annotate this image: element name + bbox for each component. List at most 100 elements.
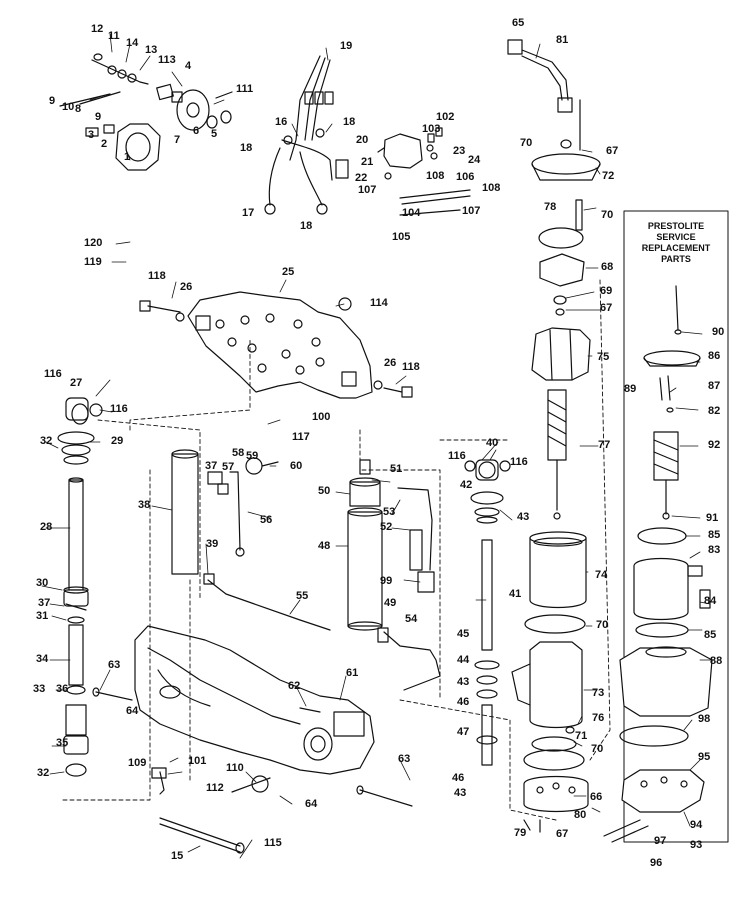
left-tilt-assembly	[57, 397, 103, 777]
callout-c17: 17	[242, 207, 255, 219]
callout-c107a: 107	[358, 184, 377, 196]
callout-c114: 114	[370, 297, 388, 309]
callout-c60: 60	[290, 460, 303, 472]
callout-c105: 105	[392, 231, 411, 243]
callout-c52: 52	[380, 521, 393, 533]
callout-c101: 101	[188, 755, 207, 767]
callout-c57: 57	[222, 461, 235, 473]
callout-c18a: 18	[343, 116, 356, 128]
callout-c58: 58	[232, 447, 245, 459]
callout-c64b: 64	[305, 798, 318, 810]
callout-c15: 15	[171, 850, 184, 862]
callout-c75: 75	[597, 351, 610, 363]
callout-c69: 69	[600, 285, 613, 297]
callout-c3: 3	[88, 129, 95, 141]
callout-c13: 13	[145, 44, 158, 56]
dashed-leaders	[59, 279, 611, 821]
callout-c35: 35	[56, 737, 69, 749]
trim-shaft-assembly	[464, 459, 511, 766]
callout-c28: 28	[40, 521, 53, 533]
callout-c16: 16	[275, 116, 288, 128]
callout-c45: 45	[457, 628, 470, 640]
stern-bracket	[92, 625, 413, 854]
callout-c67a: 67	[606, 145, 619, 157]
callout-c67c: 67	[556, 828, 569, 840]
callout-c113: 113	[158, 54, 176, 66]
callout-c46b: 46	[452, 772, 465, 784]
callout-c71: 71	[575, 730, 588, 742]
wiring-harness-assembly	[264, 55, 471, 216]
callout-c70b: 70	[601, 209, 614, 221]
callout-c12: 12	[91, 23, 104, 35]
callout-c33: 33	[33, 683, 46, 695]
inset-box-title: PRESTOLITE SERVICE REPLACEMENT PARTS	[630, 221, 722, 265]
callout-c109: 109	[128, 757, 147, 769]
callout-c94: 94	[690, 819, 703, 831]
callout-c39: 39	[206, 538, 219, 550]
callout-c18b: 18	[240, 142, 253, 154]
callout-c89: 89	[624, 383, 637, 395]
callout-c103: 103	[422, 123, 441, 135]
callout-c23: 23	[453, 145, 466, 157]
callout-c9b: 9	[95, 111, 102, 123]
callout-c55: 55	[296, 590, 309, 602]
callout-c116c: 116	[448, 450, 466, 462]
callout-c81: 81	[556, 34, 569, 46]
callout-c72: 72	[602, 170, 615, 182]
callout-c26b: 26	[384, 357, 397, 369]
callout-c104: 104	[402, 207, 421, 219]
callout-c26a: 26	[180, 281, 193, 293]
callout-c43a: 43	[517, 511, 530, 523]
callout-c102: 102	[436, 111, 455, 123]
callout-c59: 59	[246, 450, 259, 462]
callout-c18c: 18	[300, 220, 313, 232]
callout-c29: 29	[111, 435, 124, 447]
callout-c25: 25	[282, 266, 295, 278]
callout-c92: 92	[708, 439, 721, 451]
callout-c42: 42	[460, 479, 473, 491]
callout-c1: 1	[124, 151, 131, 163]
callout-c66: 66	[590, 791, 603, 803]
callout-c43c: 43	[454, 787, 467, 799]
inset-line-3: REPLACEMENT	[641, 243, 711, 253]
callout-c49: 49	[384, 597, 397, 609]
callout-c91: 91	[706, 512, 719, 524]
callout-c85a: 85	[708, 529, 721, 541]
callout-c20: 20	[356, 134, 369, 146]
callout-c108b: 108	[482, 182, 501, 194]
callout-c111: 111	[236, 83, 254, 95]
callout-c2: 2	[101, 138, 108, 150]
callout-c53: 53	[383, 506, 396, 518]
callout-c85b: 85	[704, 629, 717, 641]
callout-c67b: 67	[600, 302, 613, 314]
callout-c78: 78	[544, 201, 557, 213]
callout-c36: 36	[56, 683, 69, 695]
callout-c51: 51	[390, 463, 403, 475]
callout-c107b: 107	[462, 205, 481, 217]
callout-c108a: 108	[426, 170, 445, 182]
callout-c115: 115	[264, 837, 282, 849]
callout-c86: 86	[708, 350, 721, 362]
callout-c30: 30	[36, 577, 49, 589]
ignition-switch-assembly	[59, 53, 233, 171]
inset-line-2: SERVICE	[656, 232, 696, 242]
callout-c63a: 63	[108, 659, 121, 671]
callout-c34: 34	[36, 653, 49, 665]
callout-c97: 97	[654, 835, 667, 847]
callout-c98: 98	[698, 713, 711, 725]
callout-c82: 82	[708, 405, 721, 417]
callout-c70a: 70	[520, 137, 533, 149]
callout-c37a: 37	[38, 597, 51, 609]
callout-c4: 4	[185, 60, 192, 72]
callout-c63b: 63	[398, 753, 411, 765]
callout-c88: 88	[710, 655, 723, 667]
callout-c99: 99	[380, 575, 393, 587]
callout-c77: 77	[598, 439, 611, 451]
starter-motor-assembly	[507, 39, 601, 833]
callout-c106: 106	[456, 171, 475, 183]
callout-c56: 56	[260, 514, 273, 526]
callout-c32b: 32	[37, 767, 50, 779]
callout-c112: 112	[206, 782, 224, 794]
